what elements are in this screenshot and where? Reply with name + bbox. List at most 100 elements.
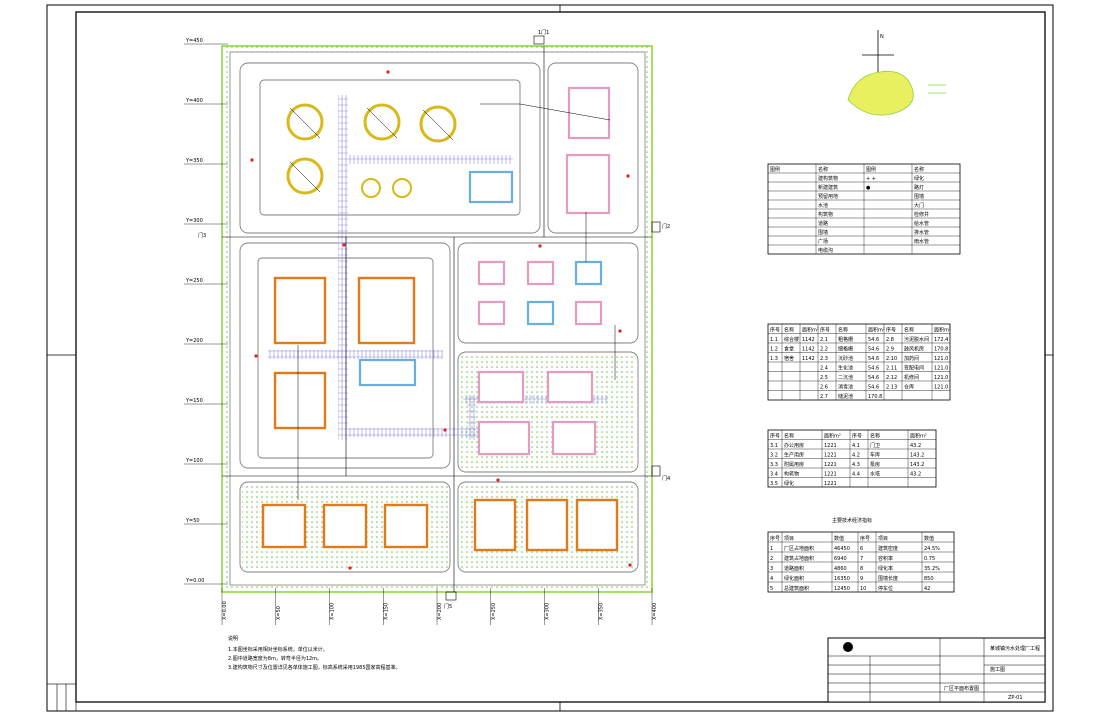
table-header-cell: 数值 [834, 535, 844, 542]
table-cell: 10 [860, 586, 866, 592]
table-cell: 2.7 [820, 394, 828, 400]
table-cell: 排水管 [914, 229, 929, 236]
table-cell: 二沉池 [838, 374, 853, 381]
table-header-cell: 序号 [860, 535, 870, 542]
table-cell: 绿化率 [878, 565, 893, 572]
table-cell: 预留用地 [818, 193, 838, 200]
table-cell: 1142 [802, 356, 815, 362]
table-cell: 5 [770, 586, 773, 592]
x-label: X=150 [383, 603, 389, 620]
table-cell: 54.6 [868, 347, 879, 353]
key-plan-shape [847, 70, 914, 116]
drawing-number: ZP-01 [1008, 695, 1023, 701]
table-header-cell: 面积m² [910, 433, 927, 440]
table-header-cell: 面积m² [802, 327, 819, 334]
table-cell: 建筑密度 [878, 545, 898, 552]
table-cell: 4.3 [852, 462, 860, 468]
table-header-cell: 名称 [784, 433, 794, 440]
x-label: X=100 [330, 603, 336, 620]
table-header-cell: 序号 [770, 327, 780, 334]
table-header-cell: 名称 [818, 166, 828, 173]
table-cell: 绿化 [784, 480, 794, 487]
table-cell: 1221 [824, 453, 837, 459]
frame-ticks [47, 5, 1053, 711]
gate-label-5: 门5 [444, 603, 452, 610]
table-header-cell: 名称 [870, 433, 880, 440]
table-cell: 9 [860, 576, 863, 582]
table-header-cell: 序号 [886, 327, 896, 334]
tank-leaders [289, 107, 454, 193]
drawing-title: 厂区平面布置图 [944, 685, 979, 692]
gate-label-3: 门3 [198, 232, 206, 239]
table-cell: 构筑物 [784, 471, 799, 478]
gate-label-2: 门2 [662, 223, 670, 230]
x-label: X=250 [491, 603, 497, 620]
table-cell: 121.0 [934, 366, 948, 372]
gates: 1门1 门2 门3 门4 门5 [198, 29, 670, 610]
table-cell: 3.4 [770, 472, 778, 478]
table-header-cell: 序号 [770, 535, 780, 542]
table-cell: 1221 [824, 443, 837, 449]
tanks [286, 103, 457, 198]
note-1: 1.本图坐标采用相对坐标系统，单位以米计。 [228, 646, 328, 653]
outer-border [46, 4, 1054, 712]
project-name: 某城镇污水处理厂工程 [990, 645, 1040, 652]
table-cell: 2.3 [820, 356, 828, 362]
table-header-cell: 面积m² [934, 327, 951, 334]
note-2: 2.图中道路宽度为8m，转弯半径为12m。 [228, 655, 322, 662]
table-cell: 4.4 [852, 472, 860, 478]
table-cell: 0.75 [924, 556, 935, 562]
table-cell: 1.1 [770, 337, 778, 343]
table-cell: 泵房 [870, 461, 880, 468]
table-cell: 容积率 [878, 555, 893, 562]
table-cell: 水塔 [870, 471, 880, 478]
table-cell: 121.0 [934, 375, 948, 381]
connection-lines [297, 103, 616, 500]
table-cell: 机修间 [904, 374, 919, 381]
table-cell: 172.4 [934, 337, 948, 343]
table-cell: 1 [770, 546, 773, 552]
table-cell: 121.0 [934, 385, 948, 391]
table-cell: 2.4 [820, 366, 828, 372]
y-label: Y=150 [185, 398, 203, 404]
light-markers [250, 70, 632, 570]
svg-text:N: N [880, 34, 884, 40]
table-cell: 门卫 [870, 442, 880, 449]
table-cell: 生产用房 [784, 452, 804, 459]
table-cell: 附属用房 [784, 461, 804, 468]
table-cell: 1.3 [770, 356, 778, 362]
table-cell: 850 [924, 576, 934, 582]
table-cell: 综合楼 [784, 336, 799, 343]
table-cell: 道路 [818, 220, 828, 227]
table-cell: 35.2% [924, 566, 940, 572]
table-cell: 仓库 [904, 384, 914, 391]
table-cell: + + [866, 176, 876, 182]
table-cell: 7 [860, 556, 863, 562]
table-cell: 消毒池 [838, 384, 853, 391]
table-cell: 2 [770, 556, 773, 562]
table-cell: 46450 [834, 546, 850, 552]
table-cell: 储泥池 [838, 393, 853, 400]
x-label: X=400 [652, 603, 658, 620]
table-cell: 办公用房 [784, 442, 804, 449]
road-lines [222, 46, 652, 592]
table-cell: 绿化面积 [784, 575, 804, 582]
x-label: X=300 [545, 603, 551, 620]
table-cell: 污泥脱水间 [904, 336, 929, 343]
orange-buildings [261, 276, 619, 552]
pipe-corridors [268, 95, 608, 440]
table-header-cell: 序号 [820, 327, 830, 334]
table-cell: 生化池 [838, 365, 853, 372]
y-label: Y=200 [185, 338, 203, 344]
table-cell: 54.6 [868, 356, 879, 362]
table-cell: 54.6 [868, 385, 879, 391]
table3-title: 主要技术经济指标 [832, 517, 872, 524]
table-cell: 停车位 [878, 585, 893, 592]
table-cell: 围墙 [818, 229, 828, 236]
table-header-cell: 图例 [866, 166, 876, 173]
table-cell: 电缆沟 [818, 247, 833, 254]
